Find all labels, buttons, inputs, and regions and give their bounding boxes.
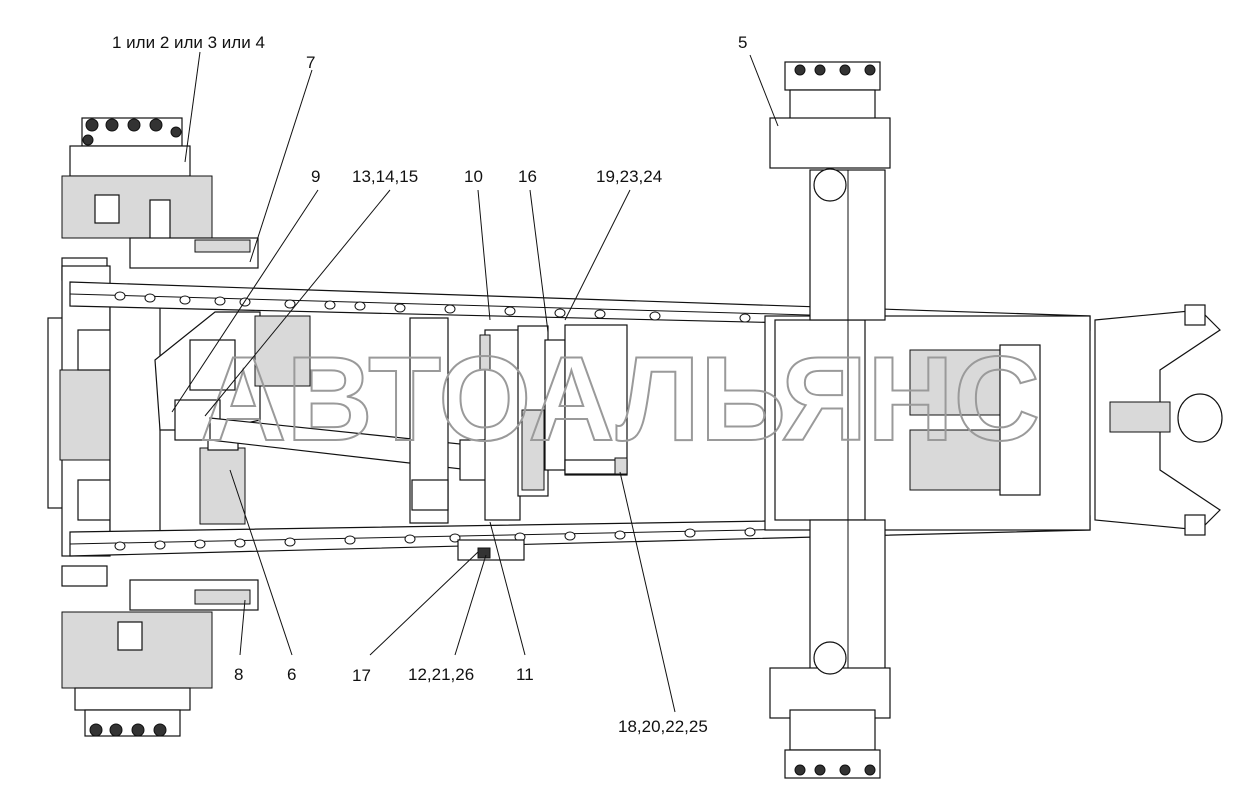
cross-member-1	[409, 317, 449, 524]
callout-7: 7	[306, 53, 315, 72]
rear-axle-housing	[47, 265, 161, 557]
callout-10: 10	[464, 167, 483, 186]
front-axle-cradle	[764, 315, 1091, 531]
fuel-tank	[564, 324, 628, 476]
rear-axle-bottom-wheel-hub	[61, 611, 213, 737]
front-axle-bottom-hub	[769, 641, 891, 779]
gearbox-assembly	[154, 311, 311, 441]
bottom-bracket-17	[457, 539, 525, 561]
filter-canister	[199, 439, 246, 525]
callout-8: 8	[234, 665, 243, 684]
callout-11: 11	[516, 665, 534, 684]
hydraulic-unit	[517, 325, 566, 497]
callout-1-2-3-4: 1 или 2 или 3 или 4	[112, 33, 265, 52]
callout-5: 5	[738, 33, 747, 52]
front-hitch-frame	[1094, 304, 1223, 536]
rear-axle-bottom-bracket	[61, 565, 259, 611]
rear-axle-top-wheel-hub	[61, 117, 213, 241]
leader-lines	[171, 51, 779, 713]
callout-18-20-22-25: 18,20,22,25	[618, 717, 708, 736]
front-axle-top-hub	[769, 61, 891, 202]
watermark: АВТОАЛЬЯНС	[200, 332, 1040, 466]
callout-16: 16	[518, 167, 537, 186]
callout-12-21-26: 12,21,26	[408, 665, 474, 684]
callout-17: 17	[352, 666, 371, 685]
callout-13-14-15: 13,14,15	[352, 167, 418, 186]
callout-6: 6	[287, 665, 296, 684]
callout-19-23-24: 19,23,24	[596, 167, 662, 186]
callout-9: 9	[311, 167, 320, 186]
